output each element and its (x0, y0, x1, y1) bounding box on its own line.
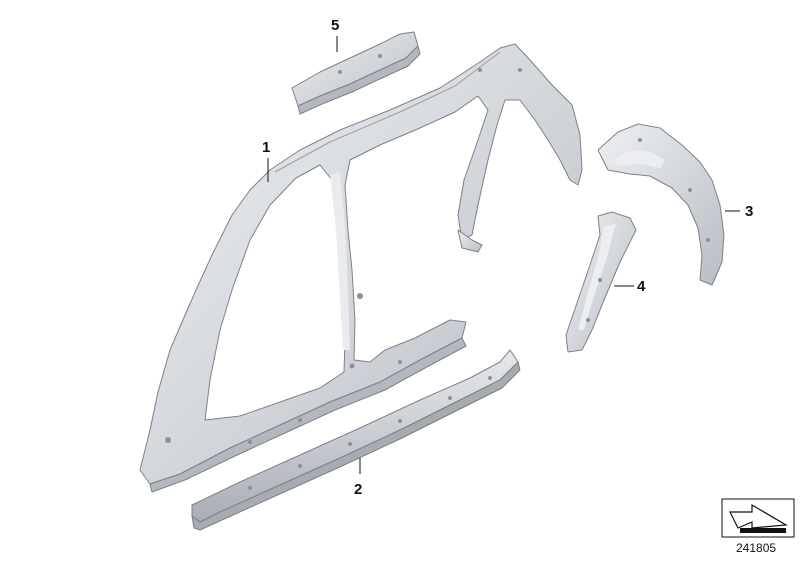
callout-3: 3 (745, 203, 754, 220)
exploded-view-icon (721, 498, 795, 538)
side-frame-part (139, 43, 583, 493)
callout-4: 4 (637, 278, 646, 295)
pillar-reinforcement-part (565, 211, 637, 353)
callout-5: 5 (331, 17, 340, 34)
wheel-arch-part (597, 123, 725, 286)
roof-bracket-part (291, 31, 421, 115)
callout-2: 2 (354, 481, 363, 498)
sill-part (191, 349, 521, 531)
callout-1: 1 (262, 139, 271, 156)
diagram-number: 241805 (736, 541, 777, 555)
leader-lines (267, 36, 740, 474)
